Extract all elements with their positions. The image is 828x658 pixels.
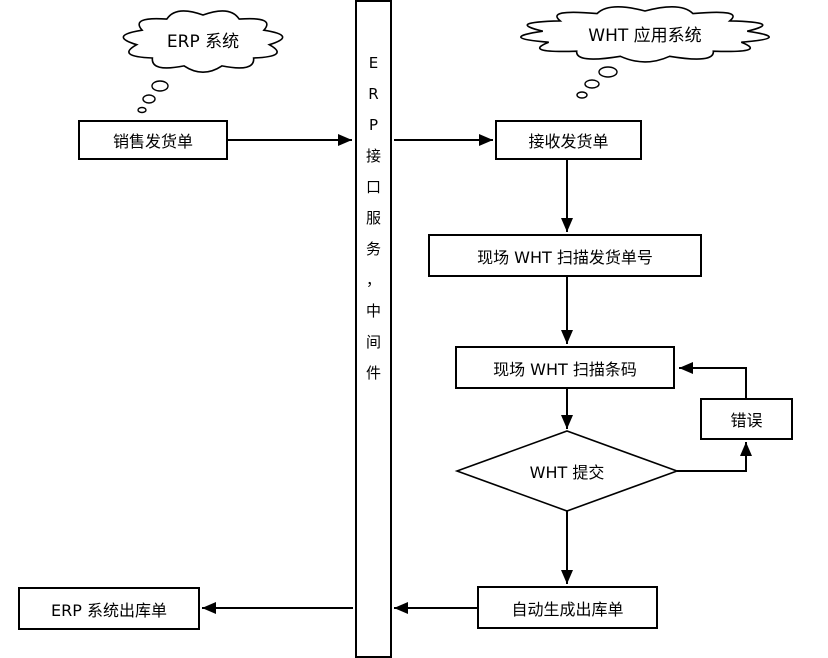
node-erp-outbound: ERP 系统出库单 [18,587,200,630]
cloud-wht-bubble-icon [584,79,600,89]
node-scan-barcode: 现场 WHT 扫描条码 [455,346,675,389]
node-sales-delivery: 销售发货单 [78,120,228,160]
node-auto-outbound: 自动生成出库单 [477,586,658,629]
middleware-bar-label: E R P 接 口 服 务 ， 中 间 件 [365,54,381,382]
middleware-bar: E R P 接 口 服 务 ， 中 间 件 [355,0,392,658]
node-receive-delivery: 接收发货单 [495,120,642,160]
cloud-wht-system-shape [520,6,770,63]
cloud-erp-system-label: ERP 系统 [166,31,240,52]
cloud-wht-system-label: WHT 应用系统 [588,25,702,46]
decision-wht-submit-label: WHT 提交 [529,463,605,482]
cloud-wht-bubble-icon [598,66,618,78]
cloud-wht-bubble-icon [576,91,588,99]
node-scan-delivery-number: 现场 WHT 扫描发货单号 [428,234,702,277]
arrow-error-to-scan-barcode [679,362,747,398]
cloud-erp-system-shape [122,10,284,73]
cloud-erp-bubble-icon [137,106,147,114]
node-error: 错误 [700,398,793,440]
cloud-erp-bubble-icon [142,94,156,104]
arrow-decision-to-error [677,442,752,472]
cloud-erp-bubble-icon [151,80,169,92]
